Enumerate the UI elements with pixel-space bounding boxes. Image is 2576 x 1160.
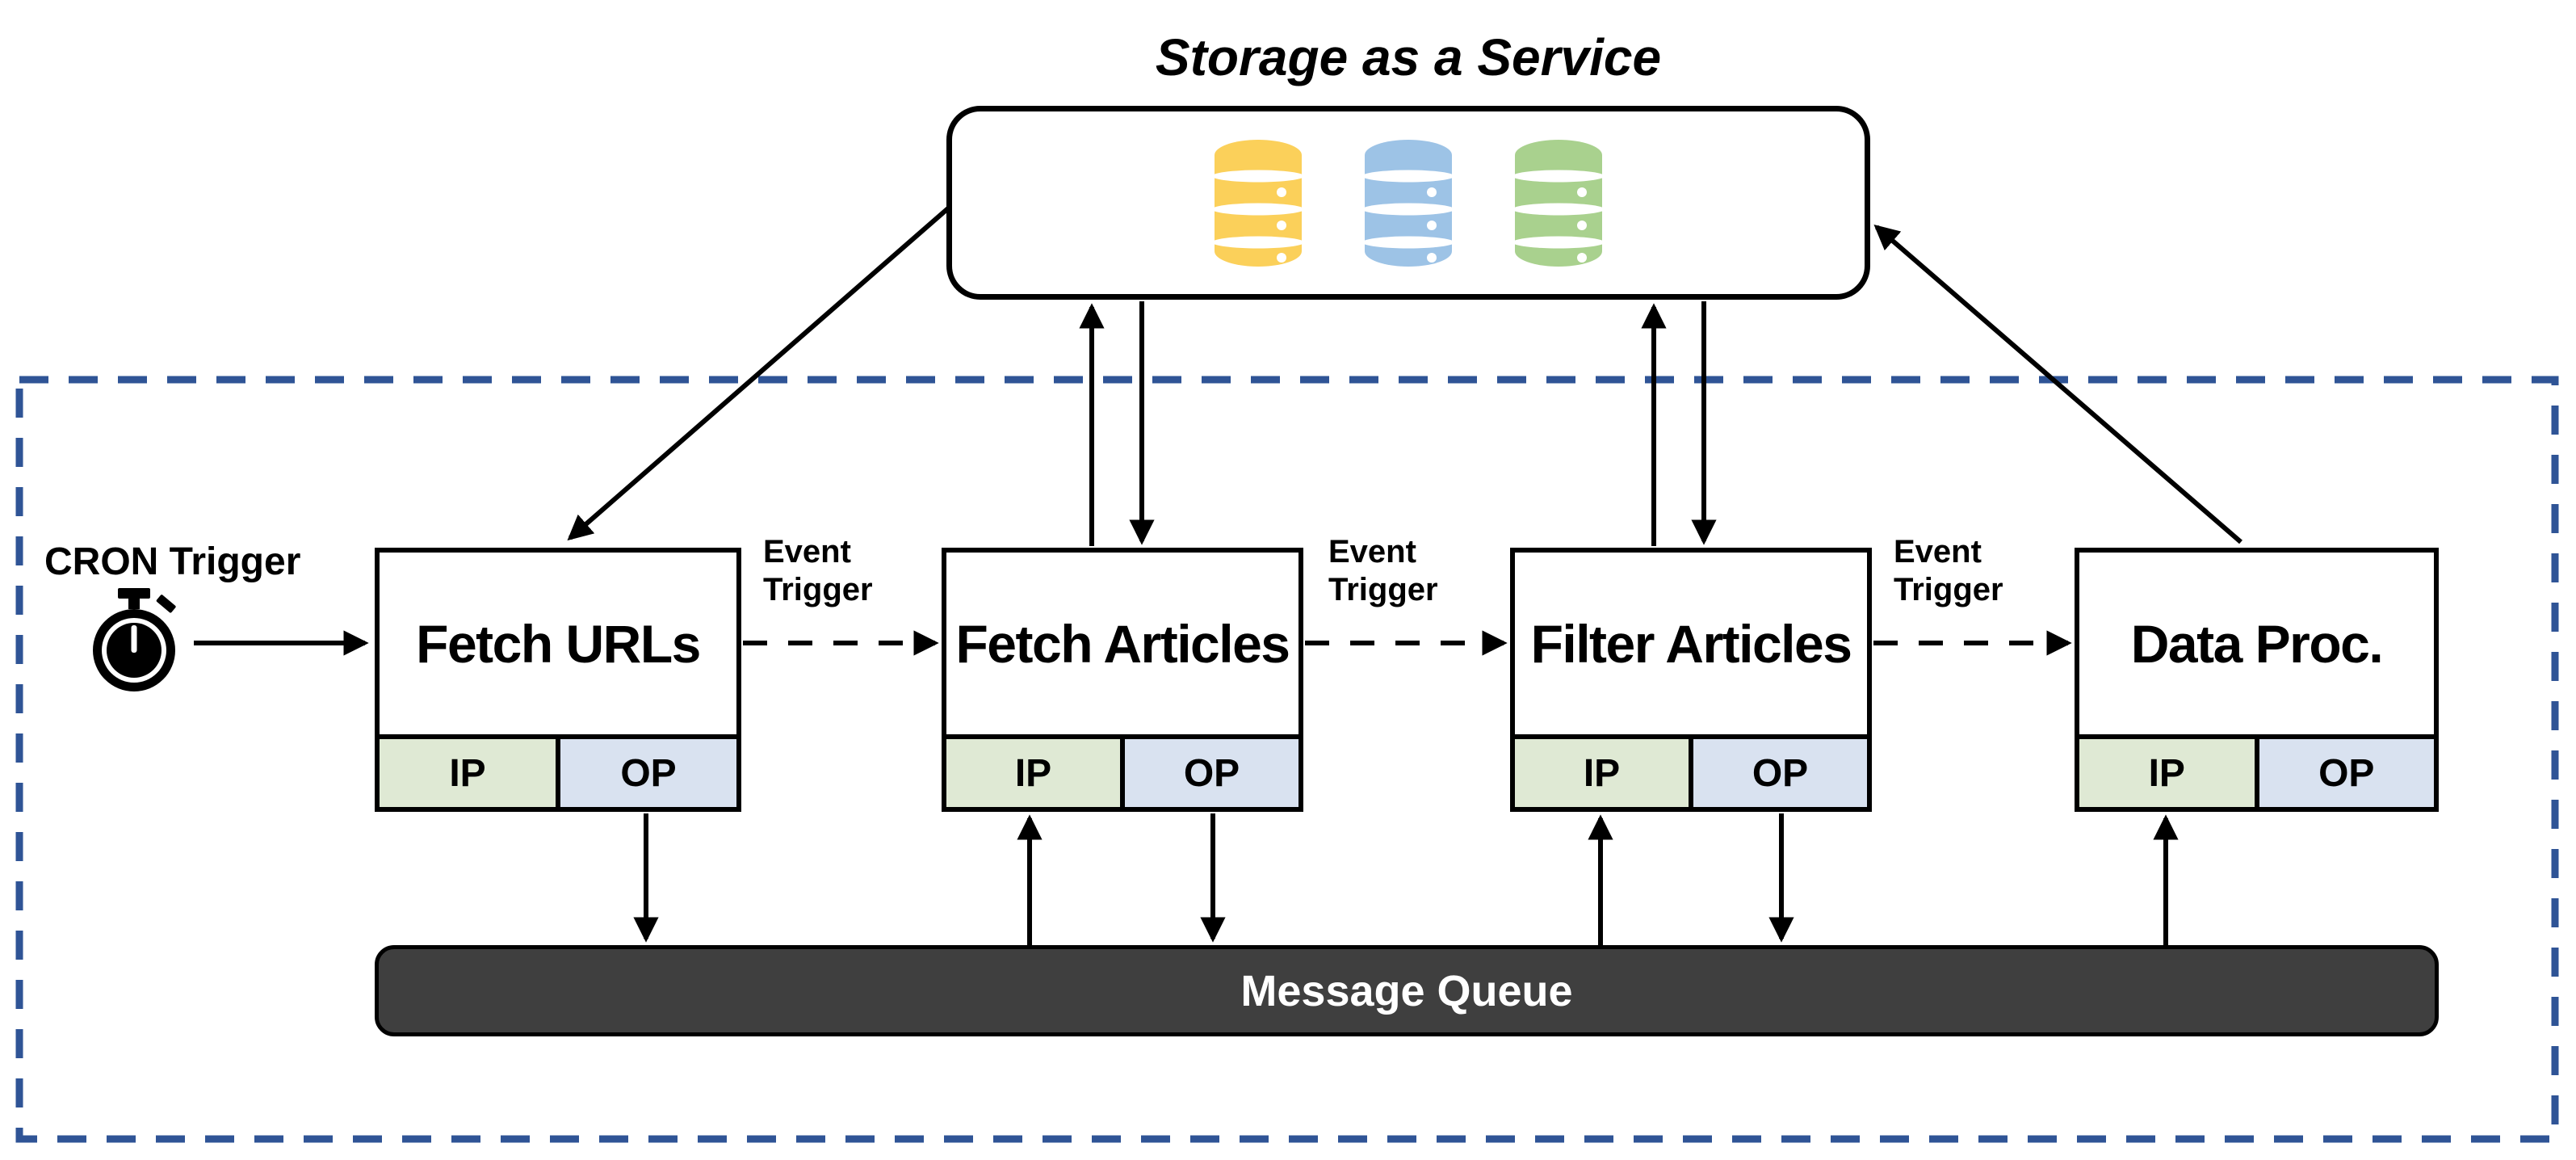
input-port: IP [1515, 739, 1693, 807]
output-port: OP [1125, 739, 1298, 807]
service-label: Data Proc. [2130, 613, 2384, 674]
output-port: OP [1693, 739, 1867, 807]
output-port: OP [560, 739, 736, 807]
stopwatch-icon [93, 588, 176, 691]
arrow-data-proc-to-storage [1873, 224, 2242, 544]
service-box-filter-articles: Filter Articles IP OP [1510, 548, 1872, 812]
port-row: IP OP [1515, 734, 1867, 807]
service-box-fetch-urls: Fetch URLs IP OP [375, 548, 741, 812]
cron-trigger-label: CRON Trigger [44, 540, 301, 583]
port-row: IP OP [2079, 734, 2434, 807]
service-label: Fetch URLs [416, 613, 701, 674]
database-blue-icon [1364, 139, 1453, 267]
diagram-title: Storage as a Service [1155, 28, 1662, 86]
service-box-fetch-articles: Fetch Articles IP OP [942, 548, 1303, 812]
event-trigger-label-3: Event Trigger [1894, 534, 2003, 608]
message-queue-bar: Message Queue [375, 945, 2439, 1036]
service-box-data-proc: Data Proc. IP OP [2075, 548, 2439, 812]
port-row: IP OP [380, 734, 736, 807]
arrow-storage-to-fetch-urls [567, 206, 950, 541]
system-boundary [15, 376, 2559, 1143]
event-trigger-label-2: Event Trigger [1328, 534, 1438, 608]
storage-service-box [946, 106, 1870, 300]
database-green-icon [1514, 139, 1603, 267]
service-label: Filter Articles [1530, 613, 1852, 674]
port-row: IP OP [946, 734, 1298, 807]
database-yellow-icon [1214, 139, 1303, 267]
input-port: IP [380, 739, 560, 807]
output-port: OP [2259, 739, 2434, 807]
event-trigger-label-1: Event Trigger [763, 534, 873, 608]
input-port: IP [2079, 739, 2259, 807]
service-label: Fetch Articles [955, 613, 1290, 674]
input-port: IP [946, 739, 1125, 807]
